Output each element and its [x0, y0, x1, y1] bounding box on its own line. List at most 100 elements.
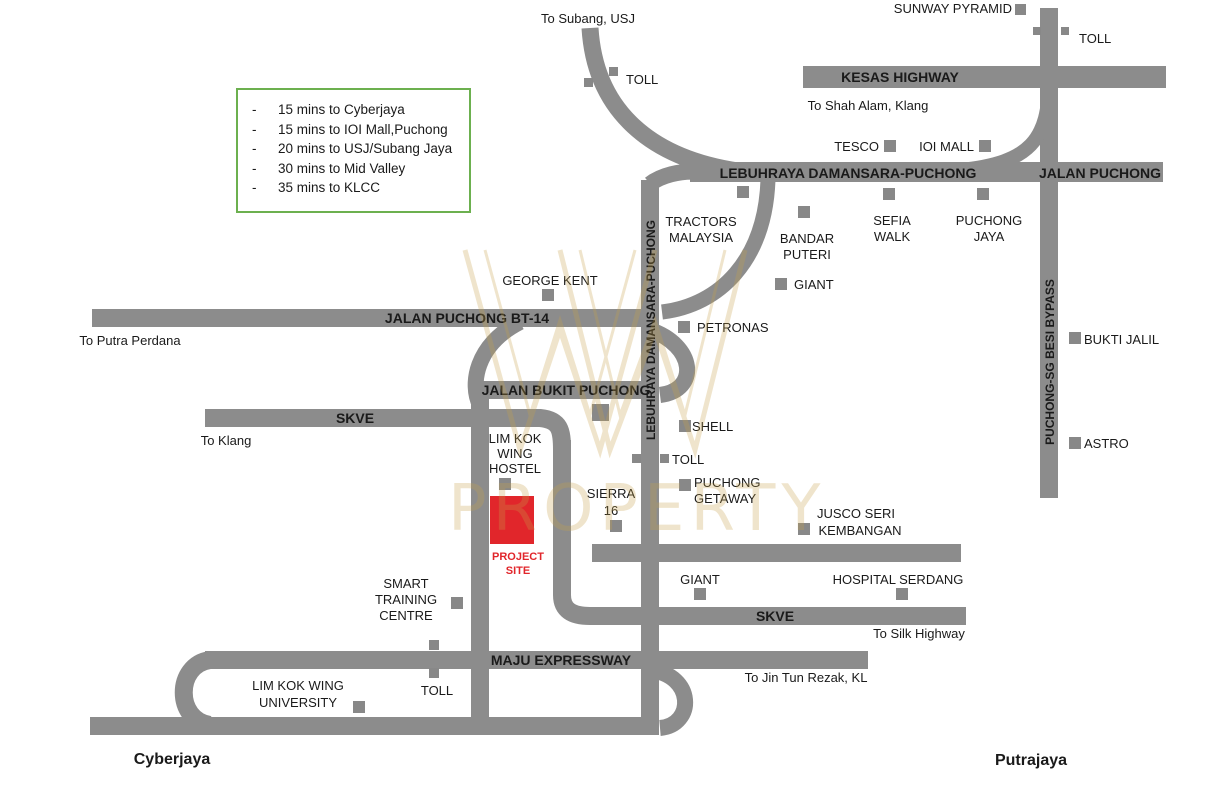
marker-sefia [883, 188, 895, 200]
lm-puchong-jaya-2: JAYA [974, 229, 1005, 244]
lm-lkw-hostel-3: HOSTEL [489, 461, 541, 476]
label-jalan-puchong: JALAN PUCHONG [1039, 165, 1161, 181]
marker-giant-north [775, 278, 787, 290]
lm-toll-ldp: TOLL [672, 452, 704, 467]
label-ldp-vertical: LEBUHRAYA DAMANSARA-PUCHONG [644, 220, 658, 440]
project-site-label-2: SITE [506, 565, 530, 577]
lm-smart-3: CENTRE [379, 608, 433, 623]
travel-time-item: -20 mins to USJ/Subang Jaya [252, 141, 453, 156]
label-bukit-puchong: JALAN BUKIT PUCHONG [482, 382, 651, 398]
lm-smart-1: SMART [383, 576, 428, 591]
road-east-loop [648, 662, 693, 736]
lm-tesco: TESCO [834, 139, 879, 154]
lm-george-kent: GEORGE KENT [502, 273, 597, 288]
label-skve-west: SKVE [336, 410, 374, 426]
lm-bandar-1: BANDAR [780, 231, 834, 246]
marker-sunway [1015, 4, 1026, 15]
lm-petronas: PETRONAS [697, 320, 769, 335]
road-network [90, 8, 1166, 736]
travel-time-list: -15 mins to Cyberjaya -15 mins to IOI Ma… [238, 90, 469, 198]
label-kesas: KESAS HIGHWAY [841, 69, 959, 85]
marker-jusco [798, 523, 810, 535]
marker-toll-subang-b [609, 67, 618, 76]
marker-toll-sunway-a [1033, 27, 1041, 35]
travel-time-box: -15 mins to Cyberjaya -15 mins to IOI Ma… [236, 88, 471, 213]
road-west-loop [174, 651, 213, 734]
lm-giant-south: GIANT [680, 572, 720, 587]
lm-smart-2: TRAINING [375, 592, 437, 607]
marker-toll-sunway-b [1061, 27, 1069, 35]
lm-bukit-jalil: BUKTI JALIL [1084, 332, 1159, 347]
lm-lkw-hostel-2: WING [497, 446, 532, 461]
road-skve-east [553, 440, 966, 625]
lm-lkw-hostel-1: LIM KOK [489, 431, 542, 446]
marker-toll-maju-b [429, 668, 439, 678]
label-bt14: JALAN PUCHONG BT-14 [385, 310, 549, 326]
city-putrajaya: Putrajaya [995, 752, 1067, 769]
label-skve-east: SKVE [756, 608, 794, 624]
dir-jin-tun: To Jin Tun Rezak, KL [745, 670, 868, 685]
lm-tractors-1: TRACTORS [665, 214, 737, 229]
lm-lkw-uni-1: LIM KOK WING [252, 678, 344, 693]
marker-toll-ldp-a [632, 454, 641, 463]
travel-time-item: -35 mins to KLCC [252, 180, 381, 195]
marker-petronas [678, 321, 690, 333]
marker-bukit-jalil [1069, 332, 1081, 344]
lm-giant-north: GIANT [794, 277, 834, 292]
lm-getaway-1: PUCHONG [694, 475, 760, 490]
label-ldp: LEBUHRAYA DAMANSARA-PUCHONG [720, 165, 977, 181]
marker-sierra [610, 520, 622, 532]
lm-bandar-2: PUTERI [783, 247, 831, 262]
marker-tesco [884, 140, 896, 152]
city-cyberjaya: Cyberjaya [134, 751, 211, 768]
marker-astro [1069, 437, 1081, 449]
lm-getaway-2: GETAWAY [694, 491, 756, 506]
project-site-marker [490, 496, 534, 544]
marker-george-kent [542, 289, 554, 301]
lm-sefia-1: SEFIA [873, 213, 911, 228]
lm-sierra-2: 16 [604, 503, 618, 518]
road-ioi-curve [959, 79, 1056, 177]
dir-subang: To Subang, USJ [541, 11, 635, 26]
lm-sunway: SUNWAY PYRAMID [894, 1, 1012, 16]
lm-sierra-1: SIERRA [587, 486, 636, 501]
lm-toll-subang: TOLL [626, 72, 658, 87]
marker-tractors [737, 186, 749, 198]
dir-putra-perdana: To Putra Perdana [79, 333, 181, 348]
lm-jusco-2: KEMBANGAN [818, 523, 901, 538]
landmark-labels: TOLL SUNWAY PYRAMID TOLL TESCO IOI MALL … [252, 1, 1159, 710]
dir-shah-alam: To Shah Alam, Klang [808, 98, 929, 113]
marker-hospital [896, 588, 908, 600]
lm-tractors-2: MALAYSIA [669, 230, 733, 245]
label-besi-bypass: PUCHONG-SG BESI BYPASS [1043, 279, 1057, 445]
lm-shell: SHELL [692, 419, 733, 434]
marker-smart [451, 597, 463, 609]
marker-puchong-jaya [977, 188, 989, 200]
lm-lkw-uni-2: UNIVERSITY [259, 695, 337, 710]
road-subang-curve [581, 27, 747, 181]
marker-toll-subang-a [584, 78, 593, 87]
project-site-label-1: PROJECT [492, 551, 544, 563]
marker-lkw-uni [353, 701, 365, 713]
lm-sefia-2: WALK [874, 229, 911, 244]
road-ldp-curve [645, 163, 701, 191]
marker-square-bukit [592, 404, 609, 421]
marker-ioi-mall [979, 140, 991, 152]
dir-silk: To Silk Highway [873, 626, 965, 641]
lm-hospital: HOSPITAL SERDANG [833, 572, 964, 587]
marker-giant-south [694, 588, 706, 600]
marker-lkw-hostel [499, 478, 511, 490]
travel-time-item: -15 mins to Cyberjaya [252, 102, 405, 117]
marker-getaway [679, 479, 691, 491]
lm-jusco-1: JUSCO SERI [817, 506, 895, 521]
marker-toll-ldp-b [660, 454, 669, 463]
watermark-logo [462, 249, 748, 459]
dir-klang: To Klang [201, 433, 252, 448]
lm-toll-sunway: TOLL [1079, 31, 1111, 46]
landmark-markers [353, 4, 1081, 713]
lm-puchong-jaya-1: PUCHONG [956, 213, 1022, 228]
label-maju: MAJU EXPRESSWAY [491, 652, 632, 668]
watermark-text: PROPERTY [448, 472, 826, 546]
marker-shell [679, 420, 691, 432]
